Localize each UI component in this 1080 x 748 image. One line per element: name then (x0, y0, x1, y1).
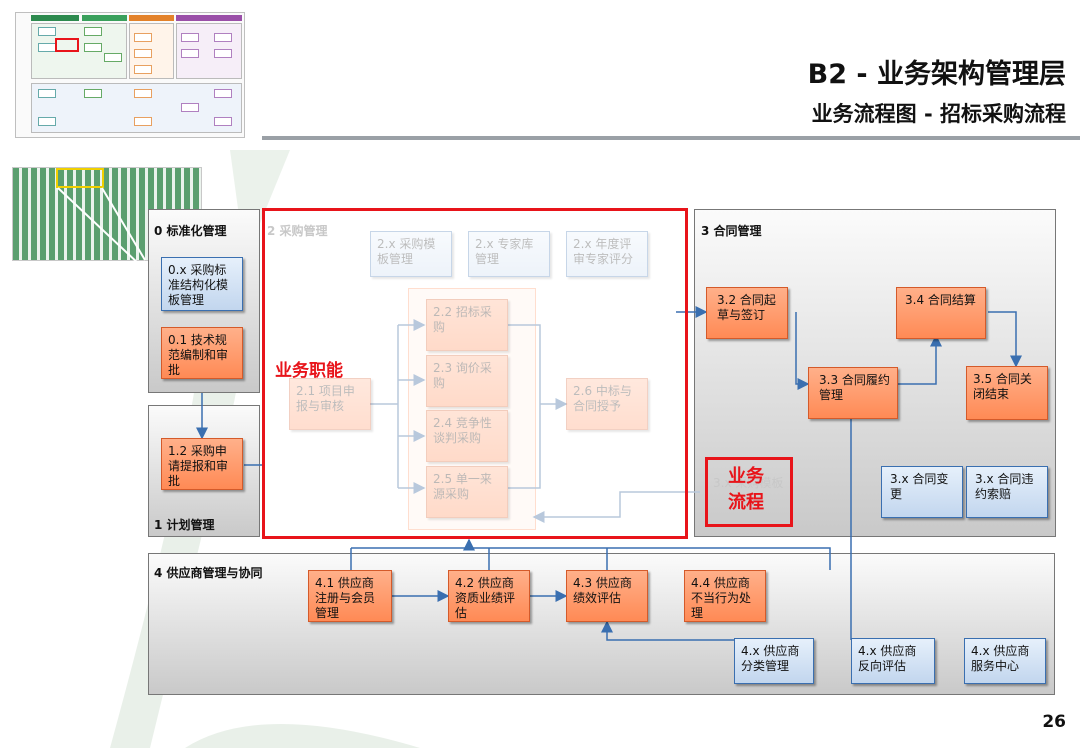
header-rule (262, 136, 1080, 140)
process-box-2x-template[interactable]: 2.x 采购模板管理 (370, 231, 452, 277)
panel-title: 4 供应商管理与协同 (154, 566, 263, 580)
panel-title: 0 标准化管理 (154, 224, 227, 238)
panel-title: 1 计划管理 (154, 518, 215, 532)
process-box-3x-claim[interactable]: 3.x 合同违约索赔 (966, 466, 1048, 518)
process-box-2x-review[interactable]: 2.x 年度评审专家评分 (566, 231, 648, 277)
process-box-2-2[interactable]: 2.2 招标采购 (426, 299, 508, 351)
process-label: 业务流程 (728, 466, 764, 513)
function-label: 业务职能 (275, 361, 343, 381)
process-box-4x-category[interactable]: 4.x 供应商分类管理 (734, 638, 814, 684)
process-box-2-1[interactable]: 2.1 项目申报与审核 (289, 378, 371, 430)
process-box-4-4[interactable]: 4.4 供应商不当行为处理 (684, 570, 766, 622)
hidden-process-label: 3.x 采购模板 (713, 476, 784, 490)
process-box-3-4[interactable]: 3.4 合同结算 (896, 287, 986, 339)
process-box-4-2[interactable]: 4.2 供应商资质业绩评估 (448, 570, 530, 622)
page-number: 26 (1042, 712, 1066, 732)
process-box-1-2[interactable]: 1.2 采购申请提报和审批 (161, 438, 243, 490)
process-box-0-1[interactable]: 0.1 技术规范编制和审批 (161, 327, 243, 379)
thumbnail-highlight (55, 38, 79, 52)
page-title: B2 - 业务架构管理层 (807, 59, 1066, 90)
process-box-3-5[interactable]: 3.5 合同关闭结束 (966, 366, 1048, 420)
process-box-4x-reverse[interactable]: 4.x 供应商反向评估 (851, 638, 935, 684)
process-box-0x[interactable]: 0.x 采购标准结构化模板管理 (161, 257, 243, 311)
purchase-methods-frame (408, 288, 536, 530)
panel-title: 2 采购管理 (267, 224, 328, 238)
process-box-2-5[interactable]: 2.5 单一来源采购 (426, 466, 508, 518)
process-box-4-3[interactable]: 4.3 供应商绩效评估 (566, 570, 648, 622)
process-box-2-4[interactable]: 2.4 竞争性谈判采购 (426, 410, 508, 462)
process-box-4-1[interactable]: 4.1 供应商注册与会员管理 (308, 570, 392, 622)
process-box-2-3[interactable]: 2.3 询价采购 (426, 355, 508, 407)
process-box-3-2[interactable]: 3.2 合同起草与签订 (706, 287, 788, 339)
process-box-2x-expert[interactable]: 2.x 专家库管理 (468, 231, 550, 277)
process-highlight-frame (705, 457, 793, 527)
process-box-3-3[interactable]: 3.3 合同履约管理 (808, 367, 898, 419)
process-box-4x-service[interactable]: 4.x 供应商服务中心 (964, 638, 1046, 684)
panel-purchase: 2 采购管理 (262, 209, 688, 537)
process-box-2-6[interactable]: 2.6 中标与合同授予 (566, 378, 648, 430)
secondary-thumbnail-highlight (56, 168, 104, 188)
page-subtitle: 业务流程图 - 招标采购流程 (811, 102, 1066, 126)
panel-title: 3 合同管理 (701, 224, 762, 238)
zoom-callout-lines (57, 187, 146, 266)
overview-thumbnail (15, 12, 245, 138)
process-box-3x-change[interactable]: 3.x 合同变更 (881, 466, 963, 518)
function-highlight-frame (262, 208, 688, 539)
